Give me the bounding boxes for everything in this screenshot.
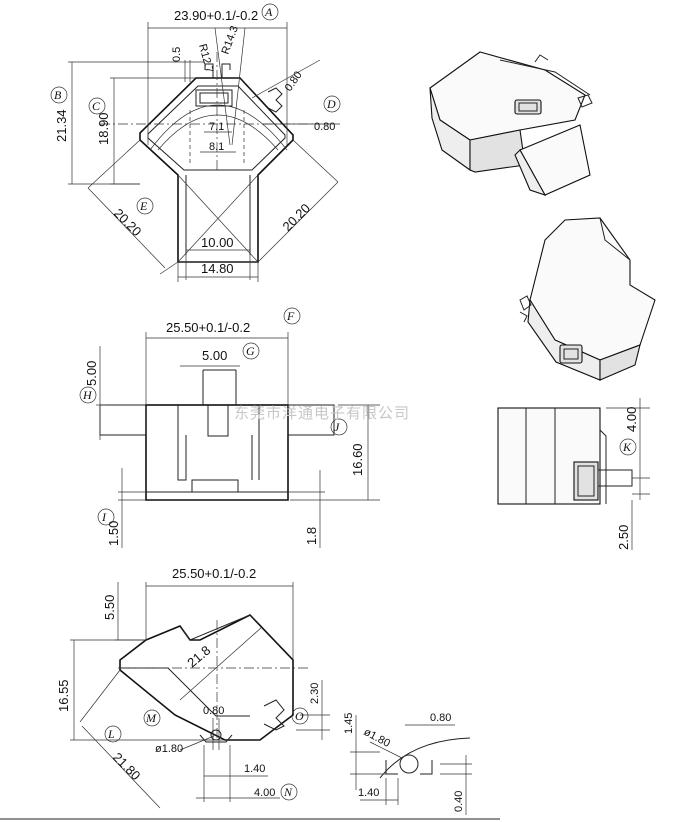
callout-M: M <box>145 711 157 725</box>
dim-bot-d180: ø1.80 <box>155 743 183 755</box>
dim-front-150: 1.50 <box>106 521 121 546</box>
callout-N: N <box>283 785 293 799</box>
callout-B: B <box>54 88 62 102</box>
top-view-lower-box <box>178 169 258 263</box>
isometric-view-1 <box>429 51 593 196</box>
dim-080b: 0.80 <box>314 121 335 133</box>
callout-G: G <box>246 344 255 358</box>
watermark: 东莞市洋通电子有限公司 <box>234 404 410 422</box>
dim-top-width: 23.90+0.1/-0.2 <box>174 8 258 23</box>
callout-A: A <box>264 5 273 19</box>
dim-1890: 18.90 <box>96 112 111 145</box>
dim-front-width: 25.50+0.1/-0.2 <box>166 320 250 335</box>
dim-r143: R14.3 <box>220 24 241 56</box>
dim-71: 7.1 <box>209 121 224 133</box>
dim-1480: 14.80 <box>201 261 234 276</box>
dim-81: 8.1 <box>209 141 224 153</box>
callout-H: H <box>82 388 93 402</box>
callout-O: O <box>295 709 304 723</box>
dim-det-d180: ø1.80 <box>362 726 392 750</box>
side-view: 4.00 K 2.50 <box>497 398 650 550</box>
dim-side-250: 2.50 <box>616 525 631 550</box>
callout-J: J <box>334 420 340 434</box>
dim-bot-218: 21.8 <box>184 643 213 671</box>
top-view: 23.90+0.1/-0.2 A R12.7 R14.3 0.5 0.80 0.… <box>50 3 341 282</box>
callout-L: L <box>107 727 115 741</box>
callout-C: C <box>92 99 101 113</box>
callout-F: F <box>286 309 295 323</box>
dim-front-18: 1.8 <box>304 527 319 545</box>
callout-I: I <box>101 510 107 524</box>
dim-bot-2180: 21.80 <box>110 750 144 784</box>
dim-r127: R12.7 <box>196 43 215 74</box>
callout-K: K <box>622 440 632 454</box>
dim-05: 0.5 <box>171 47 183 62</box>
dim-1000: 10.00 <box>201 235 234 250</box>
dim-2020b: 20.20 <box>280 201 314 235</box>
dim-front-1660: 16.60 <box>350 443 365 476</box>
dim-bot-width: 25.50+0.1/-0.2 <box>172 566 256 581</box>
dim-bot-1655: 16.55 <box>56 679 71 712</box>
dim-bot-080: 0.80 <box>203 705 224 717</box>
dim-2134: 21.34 <box>54 109 69 142</box>
dim-front-500b: 5.00 <box>84 361 99 386</box>
dim-bot-140: 1.40 <box>244 763 265 775</box>
dim-bot-230: 2.30 <box>309 683 321 704</box>
dim-det-080: 0.80 <box>430 712 451 724</box>
dim-det-145: 1.45 <box>343 713 355 734</box>
dim-side-400: 4.00 <box>624 407 639 432</box>
detail-view: 1.45 ø1.80 0.80 1.40 0.40 <box>343 712 472 815</box>
callout-D: D <box>326 97 336 111</box>
dim-bot-400: 4.00 <box>254 787 275 799</box>
dim-080a: 0.80 <box>283 69 305 93</box>
dim-front-500a: 5.00 <box>202 348 227 363</box>
callout-E: E <box>139 199 148 213</box>
front-view: 25.50+0.1/-0.2 F 5.00 G 5.00 H 16.60 J 1… <box>79 307 380 548</box>
dim-det-140: 1.40 <box>358 787 379 799</box>
dim-bot-550: 5.50 <box>102 595 117 620</box>
dim-det-040: 0.40 <box>453 791 465 812</box>
isometric-view-2 <box>519 217 656 381</box>
bottom-view: 25.50+0.1/-0.2 5.50 16.55 21.8 0.80 2.30… <box>56 566 330 809</box>
